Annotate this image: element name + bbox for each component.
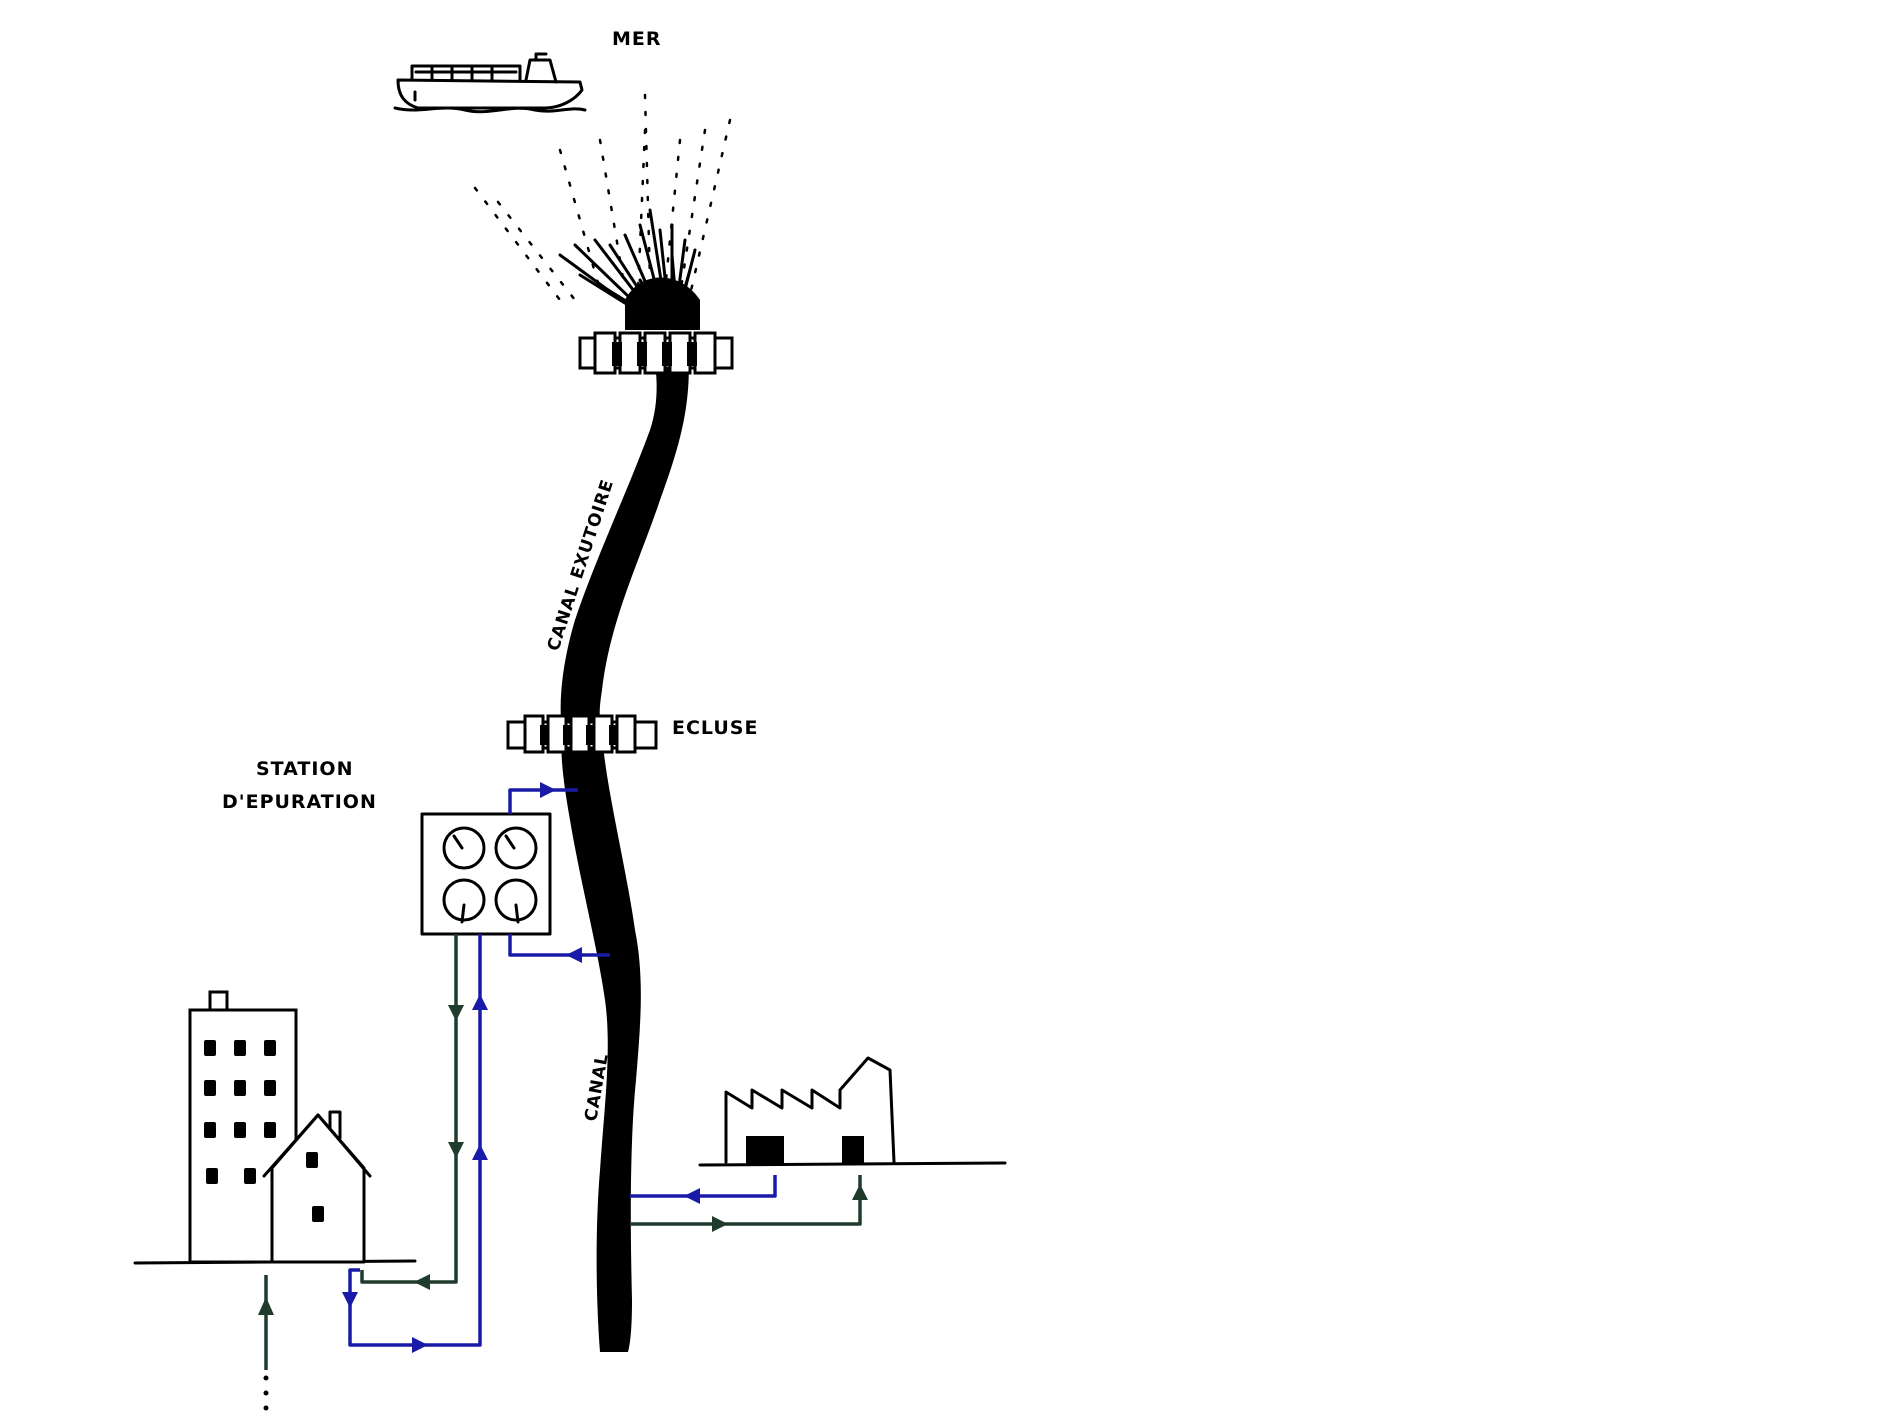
treatment-station-icon bbox=[420, 812, 552, 936]
treatment-station-label-line1: STATION bbox=[256, 758, 353, 780]
lock-label: ECLUSE bbox=[672, 717, 758, 739]
ship-icon bbox=[393, 52, 587, 114]
lock-gate-icon bbox=[506, 714, 658, 754]
spray-dispersion bbox=[473, 93, 732, 330]
lock-gate-icon bbox=[578, 331, 734, 375]
return-pipes bbox=[258, 934, 868, 1370]
factory-icon bbox=[724, 1056, 896, 1164]
outlet-canal bbox=[560, 345, 689, 730]
canal bbox=[561, 730, 641, 1352]
treatment-station-label-line2: D'EPURATION bbox=[222, 791, 377, 813]
outflow-pipes bbox=[342, 782, 777, 1353]
house-icon bbox=[262, 1110, 372, 1264]
supply-dots bbox=[263, 1375, 269, 1411]
apartment-building-icon bbox=[188, 990, 298, 1264]
sea-label: MER bbox=[612, 28, 662, 50]
